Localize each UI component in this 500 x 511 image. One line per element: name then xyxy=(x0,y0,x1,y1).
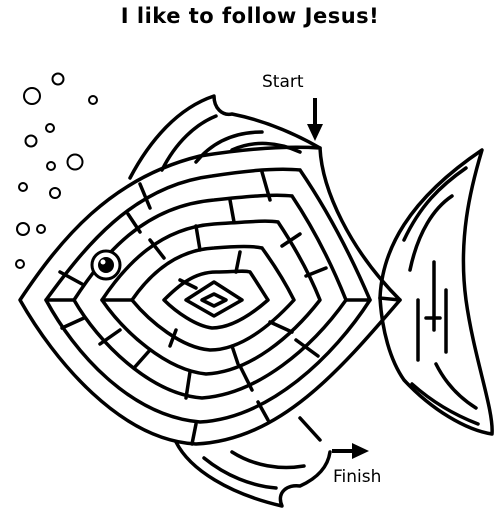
dorsal-fin-stripe xyxy=(194,130,264,164)
maze-center xyxy=(200,292,228,308)
bottom-fin-stripe xyxy=(230,450,306,470)
tail-fin xyxy=(378,148,494,436)
maze-wall xyxy=(168,328,178,348)
maze-wall xyxy=(304,266,328,278)
dorsal-fin-stripe xyxy=(230,141,302,154)
maze-wall xyxy=(294,338,320,358)
tail-maze-line xyxy=(408,194,454,272)
dorsal-fin xyxy=(128,94,322,180)
bottom-fin-stripe xyxy=(202,456,278,490)
bubble-icon xyxy=(88,95,98,105)
maze-wall xyxy=(148,238,166,260)
bubble-icon xyxy=(36,224,46,234)
maze-wall xyxy=(126,212,142,234)
maze-wall xyxy=(280,232,302,248)
maze-center xyxy=(184,280,244,318)
maze-wall xyxy=(60,316,86,330)
maze-wall xyxy=(298,416,322,442)
start-label: Start xyxy=(262,72,304,92)
bubble-icon xyxy=(15,259,25,269)
maze-ring xyxy=(162,269,270,330)
fish-body-outline xyxy=(18,145,402,446)
maze-wall xyxy=(184,370,192,400)
bubble-icon xyxy=(23,87,41,105)
bubble-icon xyxy=(45,123,55,133)
bubble-icon xyxy=(46,161,56,171)
fish-eye-icon xyxy=(90,249,122,281)
bubble-icon xyxy=(66,153,84,171)
maze-wall xyxy=(268,320,294,334)
tail-maze-line xyxy=(410,382,480,426)
maze-wall xyxy=(238,364,254,392)
maze-wall xyxy=(228,198,236,224)
bubbles-group xyxy=(15,72,98,269)
maze-wall xyxy=(260,170,272,202)
maze-wall xyxy=(194,224,202,252)
bubble-icon xyxy=(51,72,65,86)
maze-wall xyxy=(190,422,198,446)
arrow-down-icon xyxy=(307,98,323,141)
maze-ring xyxy=(100,219,322,376)
maze-wall xyxy=(58,270,84,286)
fish-maze-icon[interactable] xyxy=(18,94,494,508)
maze-wall xyxy=(256,400,270,422)
bubble-icon xyxy=(16,222,30,236)
maze-wall xyxy=(132,348,152,370)
bottom-fin xyxy=(174,440,332,508)
maze-ring xyxy=(130,244,296,352)
finish-label: Finish xyxy=(333,467,382,487)
tail-joint xyxy=(378,296,402,302)
maze-wall xyxy=(178,278,198,290)
bubble-icon xyxy=(18,182,28,192)
maze-wall xyxy=(98,328,122,346)
arrow-right-icon xyxy=(332,443,369,459)
maze-wall xyxy=(230,344,240,366)
page-title: I like to follow Jesus! xyxy=(120,4,380,28)
bubble-icon xyxy=(49,187,61,199)
tail-maze-line xyxy=(434,362,478,410)
tail-maze-line xyxy=(402,166,468,242)
maze-wall xyxy=(138,182,152,210)
dorsal-fin-stripe xyxy=(160,114,218,172)
maze-ring xyxy=(44,167,372,424)
bubble-icon xyxy=(24,134,38,148)
maze-wall xyxy=(234,250,242,274)
